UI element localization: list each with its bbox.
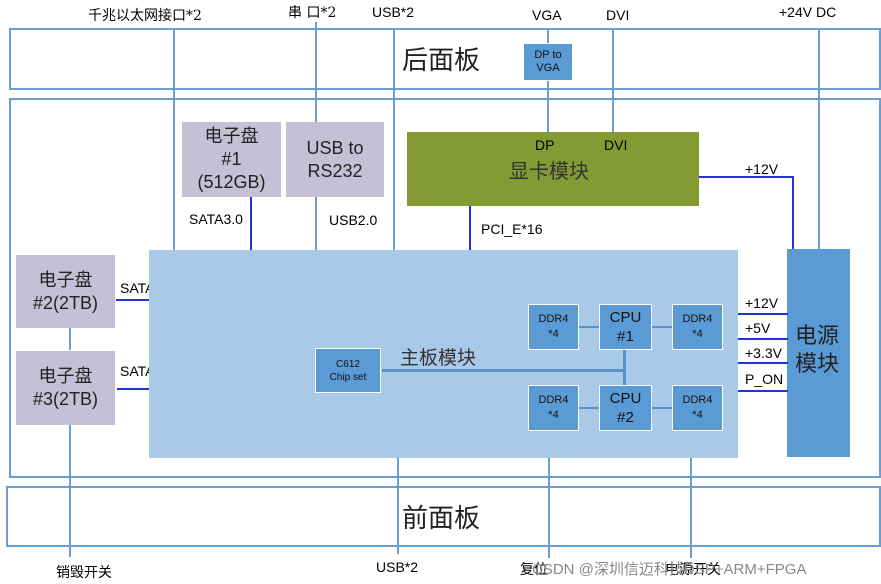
dp-to-vga-block: DP to VGA	[523, 43, 573, 81]
gpu-dp-label: DP	[535, 137, 555, 153]
disk3-line2: #3(2TB)	[32, 389, 99, 409]
ddr-count: *4	[692, 409, 703, 421]
rail-3v3-wire	[738, 362, 788, 364]
power-switch-label: 电源开关	[665, 562, 721, 578]
destroy-switch-label: 销毁开关	[56, 565, 112, 581]
gpu-12v-label: +12V	[745, 161, 779, 177]
disk2-sata-wire	[116, 299, 152, 301]
serial-line-lower	[315, 197, 317, 250]
disk2-block: 电子盘 #2(2TB)	[16, 255, 115, 328]
rail-pon-label: P_ON	[745, 371, 784, 387]
dvi-line	[612, 28, 614, 132]
ddr-count: *4	[548, 328, 559, 340]
chipset-cpu-bus	[382, 369, 625, 372]
ddr-label: DDR4	[682, 313, 713, 325]
ddr-count: *4	[692, 328, 703, 340]
ddr-label: DDR4	[538, 313, 569, 325]
rail-12v-label: +12V	[745, 295, 779, 311]
chassis-frame	[9, 98, 881, 478]
disk3-line1: 电子盘	[38, 366, 93, 387]
dc24-port-label: +24V DC	[779, 4, 837, 20]
cpu1-line1: CPU	[609, 309, 642, 326]
dp-to-vga-line1: DP to	[534, 49, 562, 61]
ddr-block-cpu2-right: DDR4 *4	[672, 385, 723, 431]
power-module	[787, 249, 850, 457]
rear-panel-frame	[9, 28, 881, 90]
power-title-line2: 模块	[795, 352, 840, 377]
rail-5v-label: +5V	[745, 320, 771, 336]
gpu-12v-wire	[699, 176, 793, 178]
disk1-bus-label: SATA3.0	[189, 211, 243, 227]
ddr-count: *4	[548, 409, 559, 421]
disk3-block: 电子盘 #3(2TB)	[16, 351, 115, 425]
disk2-line1: 电子盘	[38, 269, 93, 291]
ddr-block-cpu1-left: DDR4 *4	[528, 304, 579, 350]
usb-rear-label: USB*2	[372, 4, 415, 20]
gpu-module	[407, 132, 699, 206]
disk2-line2: #2(2TB)	[32, 292, 99, 313]
rear-panel-title: 后面板	[402, 46, 481, 76]
cpu2-line1: CPU	[609, 390, 642, 407]
reset-line	[548, 458, 550, 558]
rail-pon-wire	[738, 390, 788, 392]
chipset-block: C612 Chip set	[315, 348, 381, 393]
disk1-line3: (512GB)	[197, 172, 266, 192]
ddr-cpu1-left-bus	[578, 326, 600, 328]
usb-rs232-line1: USB to	[306, 137, 364, 158]
ddr-cpu1-right-bus	[651, 326, 673, 328]
serial-line	[315, 22, 317, 122]
cpu1-block: CPU #1	[599, 304, 652, 350]
ddr-label: DDR4	[538, 394, 569, 406]
ddr-cpu2-right-bus	[651, 407, 673, 409]
disk1-line1: 电子盘	[204, 126, 259, 147]
power-module-title: 电源 模块	[795, 323, 839, 379]
ddr-block-cpu1-right: DDR4 *4	[672, 304, 723, 350]
disk-left-line	[69, 328, 71, 350]
usb-rs232-block: USB to RS232	[286, 122, 384, 197]
cpu2-line2: #2	[617, 409, 634, 426]
ethernet-line	[173, 28, 175, 250]
pcie-line	[469, 205, 471, 250]
serial-port-label: 串 口*2	[288, 5, 337, 21]
ddr-cpu2-left-bus	[578, 407, 600, 409]
gpu-title: 显卡模块	[509, 159, 589, 183]
cpu-interconnect	[623, 348, 626, 386]
dp-to-vga-line2: VGA	[536, 62, 560, 74]
mainboard-title: 主板模块	[400, 347, 477, 369]
ethernet-port-label: 千兆以太网接口*2	[88, 8, 202, 24]
usb-rear-line	[393, 28, 395, 250]
front-panel-title: 前面板	[402, 504, 481, 534]
destroy-switch-line	[69, 425, 71, 557]
disk1-block: 电子盘 #1 (512GB)	[182, 122, 281, 197]
ddr-label: DDR4	[682, 394, 713, 406]
gpu-dvi-label: DVI	[604, 137, 628, 153]
rail-3v3-label: +3.3V	[745, 345, 782, 361]
power-switch-line	[690, 458, 692, 558]
cpu1-line2: #1	[617, 328, 634, 345]
cpu2-block: CPU #2	[599, 385, 652, 431]
usb-rs232-bus-label: USB2.0	[329, 212, 378, 228]
front-usb-label: USB*2	[376, 559, 419, 575]
usb-rs232-line2: RS232	[307, 160, 363, 181]
chipset-line2: Chip set	[329, 371, 367, 383]
power-title-line1: 电源	[795, 324, 840, 349]
rail-5v-wire	[738, 338, 788, 340]
front-panel-frame	[6, 486, 881, 547]
ddr-block-cpu2-left: DDR4 *4	[528, 385, 579, 431]
disk1-line2: #1	[221, 149, 242, 169]
front-usb-line	[397, 458, 399, 554]
disk1-sata-line	[250, 195, 252, 250]
rail-12v-wire	[738, 313, 788, 315]
dc24-line	[818, 28, 820, 250]
reset-label: 复位	[520, 562, 548, 578]
chipset-line1: C612	[336, 358, 360, 370]
dvi-port-label: DVI	[606, 7, 630, 23]
vga-port-label: VGA	[532, 7, 562, 23]
gpu-12v-wire-down	[792, 176, 794, 250]
pcie-label: PCI_E*16	[481, 221, 543, 237]
disk3-sata-wire	[117, 388, 152, 390]
watermark: CSDN @深圳信迈科技DSP+ARM+FPGA	[532, 561, 807, 578]
